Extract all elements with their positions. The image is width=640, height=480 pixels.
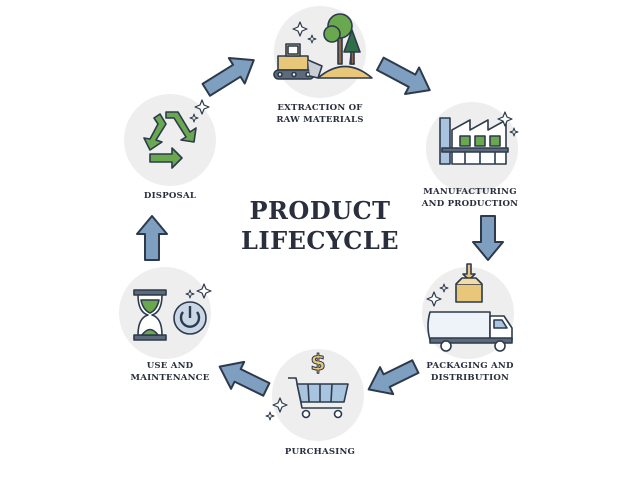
stage-label-purchasing: PURCHASING xyxy=(260,446,380,458)
title-line-2: LIFECYCLE xyxy=(240,226,399,255)
stage-label-line: AND PRODUCTION xyxy=(421,199,519,209)
stage-label-line: USE AND xyxy=(146,361,194,371)
stage-label-line: MAINTENANCE xyxy=(130,373,210,383)
stage-label-line: PURCHASING xyxy=(284,447,356,457)
recycle-icon xyxy=(143,99,210,169)
stage-label-packaging: PACKAGING AND DISTRIBUTION xyxy=(410,360,530,384)
factory-icon xyxy=(439,111,519,165)
delivery-truck-icon xyxy=(426,263,513,352)
stage-label-line: EXTRACTION OF xyxy=(277,103,363,113)
dollar-icon: $ xyxy=(310,351,325,376)
arrow-disposal-to-extraction xyxy=(201,57,255,97)
stage-label-disposal: DISPOSAL xyxy=(110,190,230,202)
title-line-1: PRODUCT xyxy=(249,196,391,225)
stage-label-use: USE AND MAINTENANCE xyxy=(110,360,230,384)
stage-label-line: RAW MATERIALS xyxy=(276,115,364,125)
arrow-purchasing-to-use xyxy=(218,360,271,397)
stage-label-manufacturing: MANUFACTURING AND PRODUCTION xyxy=(410,186,530,210)
arrow-manufacturing-to-packaging xyxy=(472,215,504,261)
stage-label-line: PACKAGING AND xyxy=(426,361,514,371)
stage-label-line: MANUFACTURING xyxy=(423,187,517,197)
arrow-extraction-to-manufacturing xyxy=(375,56,431,95)
stage-label-extraction: EXTRACTION OF RAW MATERIALS xyxy=(260,102,380,126)
bulldozer-tree-icon xyxy=(273,13,373,80)
stage-label-line: DISPOSAL xyxy=(143,191,197,201)
stage-label-line: DISTRIBUTION xyxy=(430,373,510,383)
shopping-cart-icon: $ xyxy=(265,351,349,421)
arrow-use-to-disposal xyxy=(136,215,168,261)
hourglass-power-icon xyxy=(133,283,212,341)
arrow-packaging-to-purchasing xyxy=(367,359,420,396)
